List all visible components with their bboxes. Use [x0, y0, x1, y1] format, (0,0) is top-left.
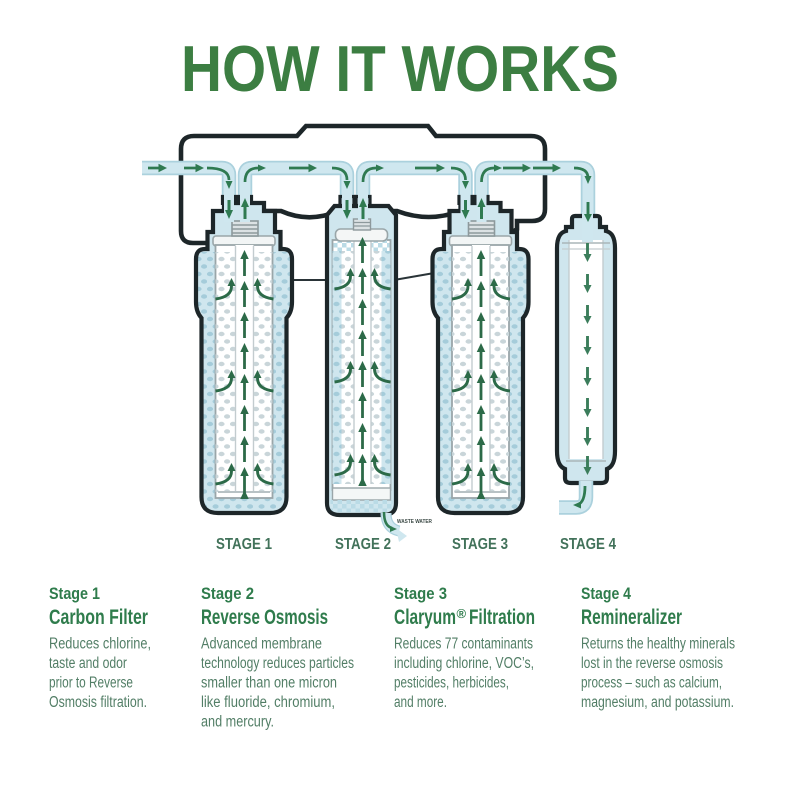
svg-text:STAGE 2: STAGE 2 — [335, 536, 391, 553]
svg-text:Reduces 77 contaminants: Reduces 77 contaminants — [394, 636, 533, 653]
svg-text:STAGE 3: STAGE 3 — [452, 536, 508, 553]
svg-text:like fluoride, chromium,: like fluoride, chromium, — [201, 694, 335, 711]
svg-text:WASTE WATER: WASTE WATER — [397, 519, 433, 525]
svg-text:prior to Reverse: prior to Reverse — [49, 675, 133, 692]
svg-text:and more.: and more. — [394, 694, 447, 711]
svg-text:Stage 1: Stage 1 — [49, 584, 100, 603]
svg-text:Osmosis filtration.: Osmosis filtration. — [49, 694, 147, 711]
svg-text:Stage 3: Stage 3 — [394, 584, 447, 603]
svg-text:Stage 2: Stage 2 — [201, 584, 254, 603]
svg-text:STAGE 4: STAGE 4 — [560, 536, 616, 553]
svg-text:taste and odor: taste and odor — [49, 655, 127, 672]
svg-text:magnesium, and potassium.: magnesium, and potassium. — [581, 694, 734, 711]
svg-text:process – such as calcium,: process – such as calcium, — [581, 675, 722, 692]
svg-text:Remineralizer: Remineralizer — [581, 606, 682, 629]
svg-text:Carbon Filter: Carbon Filter — [49, 606, 148, 629]
svg-text:technology reduces particles: technology reduces particles — [201, 655, 354, 672]
svg-text:HOW IT WORKS: HOW IT WORKS — [181, 32, 619, 105]
svg-text:smaller than one micron: smaller than one micron — [201, 675, 337, 692]
svg-text:Stage 4: Stage 4 — [581, 584, 631, 603]
svg-text:pesticides, herbicides,: pesticides, herbicides, — [394, 675, 509, 692]
svg-text:Claryum®Filtration: Claryum®Filtration — [394, 606, 535, 629]
svg-text:STAGE 1: STAGE 1 — [216, 536, 272, 553]
svg-text:Reverse Osmosis: Reverse Osmosis — [201, 606, 328, 629]
svg-text:Returns the healthy minerals: Returns the healthy minerals — [581, 636, 735, 653]
svg-text:Reduces chlorine,: Reduces chlorine, — [49, 636, 151, 653]
svg-text:including chlorine, VOC’s,: including chlorine, VOC’s, — [394, 655, 534, 672]
svg-text:lost in the reverse osmosis: lost in the reverse osmosis — [581, 655, 723, 672]
svg-text:and mercury.: and mercury. — [201, 714, 274, 731]
svg-text:Advanced membrane: Advanced membrane — [201, 636, 322, 653]
